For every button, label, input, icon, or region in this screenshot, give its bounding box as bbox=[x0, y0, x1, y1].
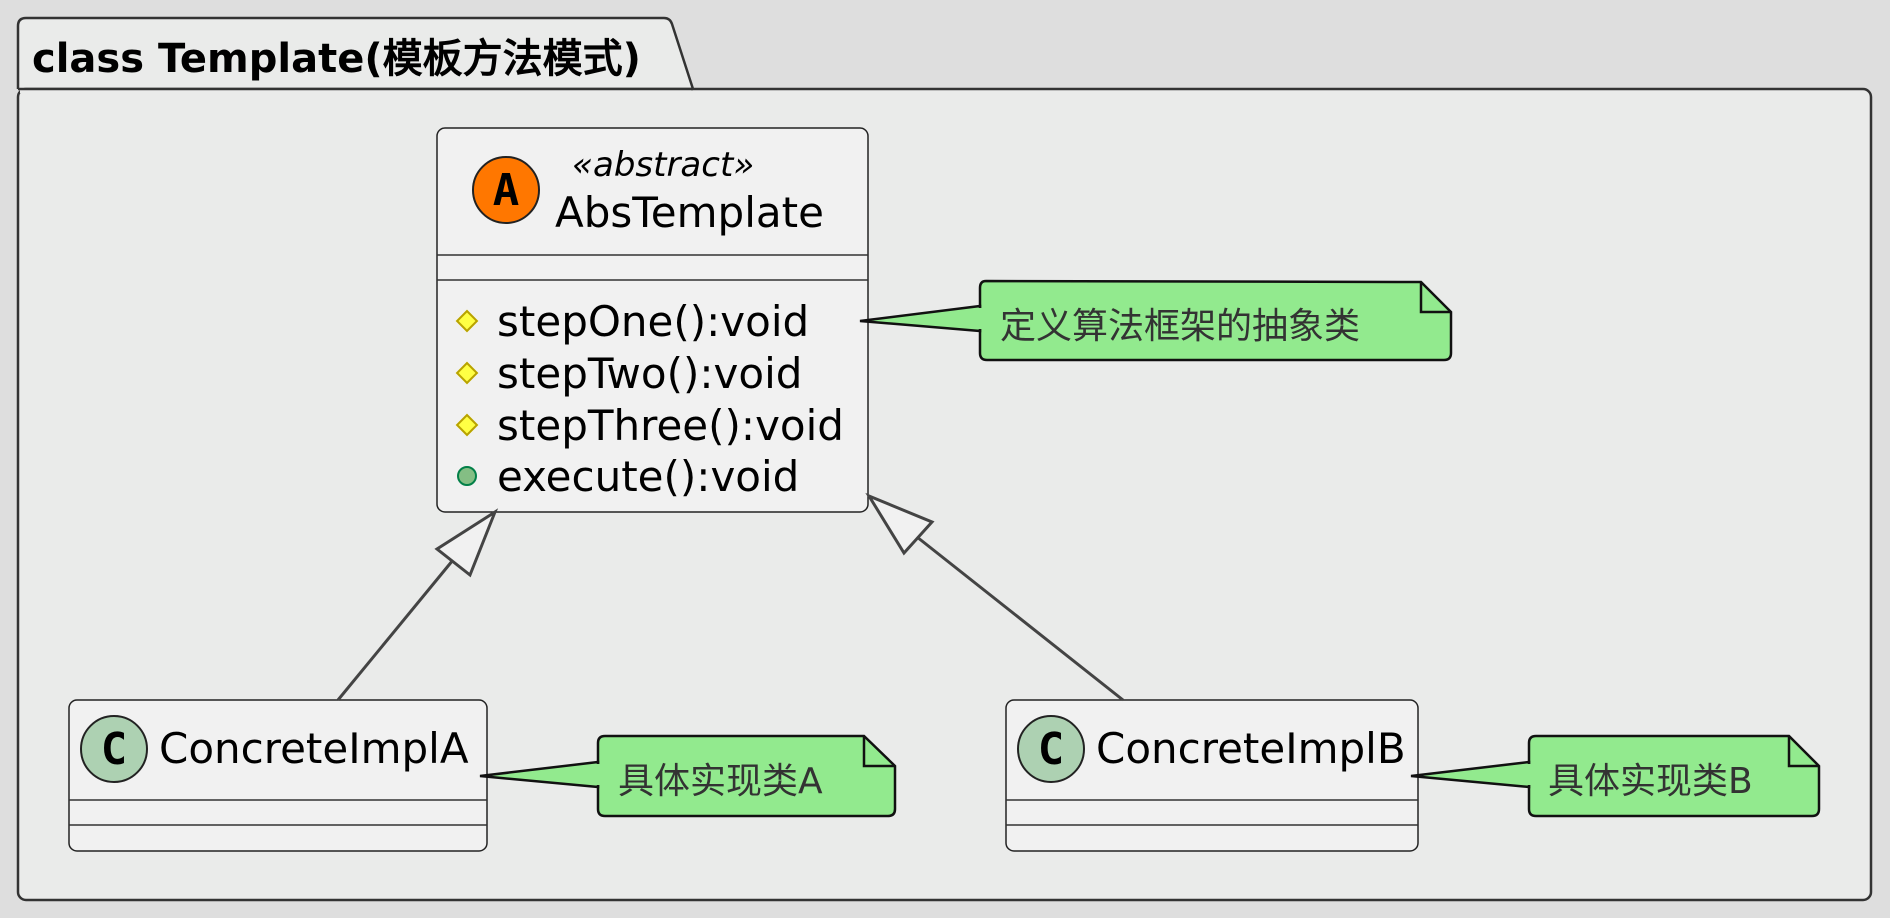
protected-visibility-icon bbox=[453, 361, 481, 385]
abstract-class-icon: A bbox=[472, 156, 540, 224]
class-concreteimpla[interactable]: C ConcreteImplA bbox=[69, 700, 487, 851]
class-concreteimplb[interactable]: C ConcreteImplB bbox=[1006, 700, 1418, 851]
class-abstemplate[interactable]: A «abstract» AbsTemplate stepOne():void … bbox=[437, 128, 868, 512]
method-row[interactable]: stepOne():void bbox=[437, 295, 809, 347]
note-abstemplate: 定义算法框架的抽象类 bbox=[1000, 306, 1361, 347]
method-row[interactable]: execute():void bbox=[437, 450, 799, 502]
package-title: class Template(模板方法模式) bbox=[32, 36, 641, 82]
note-concreteimplb: 具体实现类B bbox=[1548, 761, 1753, 802]
method-signature: stepOne():void bbox=[497, 296, 810, 346]
package-tab bbox=[16, 16, 695, 90]
class-stereotype: «abstract» bbox=[572, 145, 755, 185]
class-name: ConcreteImplA bbox=[159, 724, 469, 773]
note-shape-abstemplate bbox=[978, 279, 1453, 362]
method-signature: stepTwo():void bbox=[497, 348, 803, 398]
inheritance-arrowhead-a bbox=[434, 508, 499, 578]
method-row[interactable]: stepTwo():void bbox=[437, 347, 802, 399]
protected-visibility-icon bbox=[453, 309, 481, 333]
method-signature: execute():void bbox=[497, 451, 800, 501]
class-name: AbsTemplate bbox=[555, 188, 824, 237]
inheritance-line-a bbox=[336, 559, 455, 701]
inheritance-line-b bbox=[916, 535, 1124, 702]
concrete-class-icon: C bbox=[80, 715, 148, 783]
protected-visibility-icon bbox=[453, 413, 481, 437]
note-shape-concreteimplb bbox=[1527, 734, 1821, 818]
inheritance-arrowhead-b bbox=[865, 492, 935, 556]
method-signature: stepThree():void bbox=[497, 400, 844, 450]
note-concreteimpla: 具体实现类A bbox=[618, 761, 823, 802]
class-name: ConcreteImplB bbox=[1096, 724, 1406, 773]
note-shape-concreteimpla bbox=[596, 734, 897, 818]
method-row[interactable]: stepThree():void bbox=[437, 399, 844, 451]
public-visibility-icon bbox=[453, 466, 481, 486]
concrete-class-icon: C bbox=[1017, 715, 1085, 783]
